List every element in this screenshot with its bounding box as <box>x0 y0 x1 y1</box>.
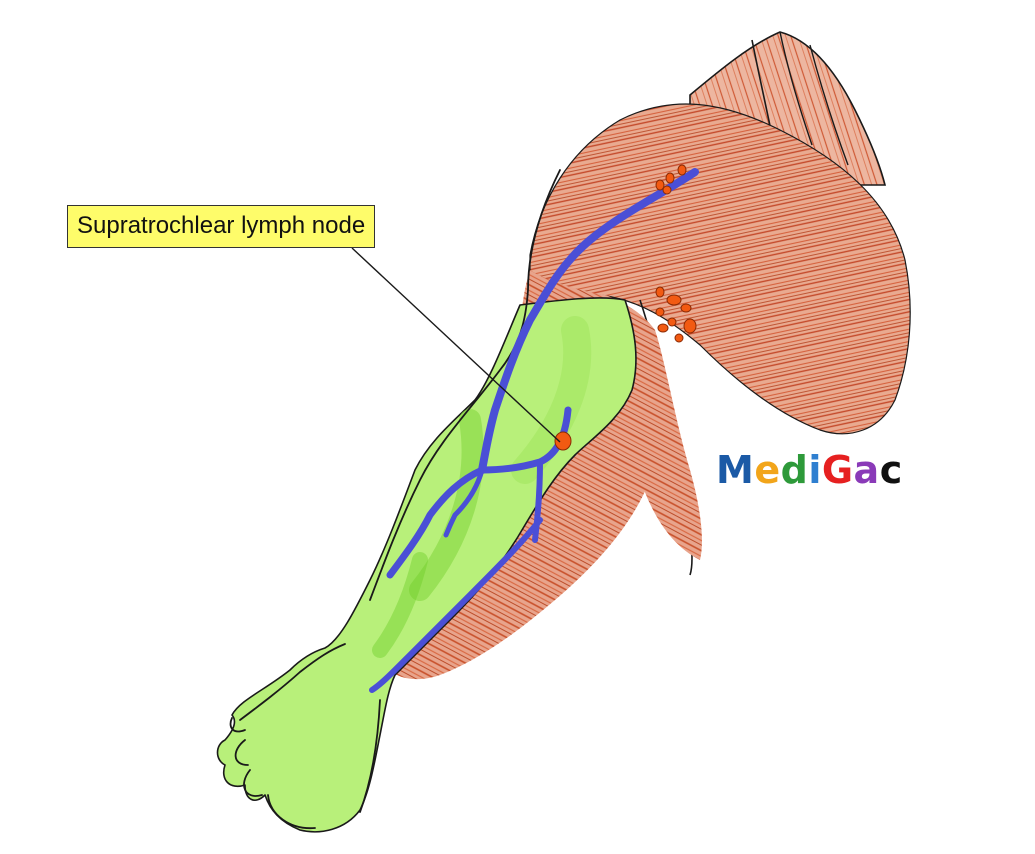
watermark-letter: e <box>754 448 781 492</box>
watermark-letter: a <box>853 448 880 492</box>
callout-label-supratrochlear: Supratrochlear lymph node <box>67 205 376 248</box>
watermark-letter: M <box>716 448 755 492</box>
watermark-letter: d <box>780 448 809 492</box>
watermark-letter: G <box>821 448 854 492</box>
watermark-letter: i <box>808 448 822 492</box>
watermark-letter: c <box>879 448 903 492</box>
lymph-nodes-axillary <box>655 164 697 343</box>
medigac-watermark: MediGac <box>716 448 903 492</box>
callout-leader-line <box>351 247 561 443</box>
arm-outline <box>229 169 561 829</box>
supratrochlear-lymph-node <box>554 431 572 451</box>
